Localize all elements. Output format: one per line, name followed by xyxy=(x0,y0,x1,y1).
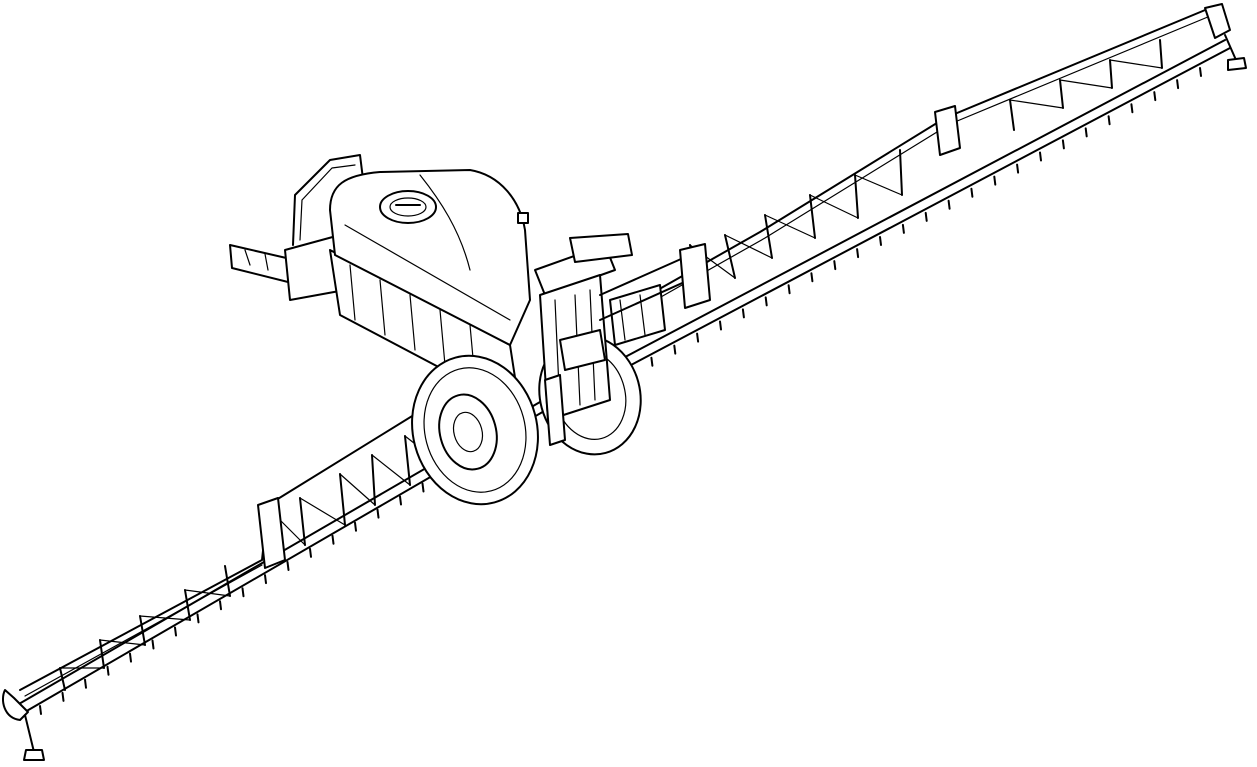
nozzle-drop xyxy=(39,705,42,715)
nozzle-drop xyxy=(399,495,402,506)
nozzle-drop xyxy=(354,521,357,532)
nozzle-drop xyxy=(810,272,814,283)
nozzle-drop xyxy=(309,547,312,558)
nozzle-drop xyxy=(241,587,245,598)
nozzle-drop xyxy=(741,308,745,319)
nozzle-drop xyxy=(764,296,768,307)
nozzle-drop xyxy=(1176,79,1180,90)
nozzle-drop xyxy=(970,187,974,198)
right-boom-wing xyxy=(539,3,1247,411)
nozzle-drop xyxy=(879,236,882,246)
nozzle-drop xyxy=(129,652,132,663)
nozzle-drop xyxy=(1084,127,1088,138)
nozzle-drop xyxy=(106,665,110,676)
nozzle-drop xyxy=(1199,67,1202,77)
nozzle-drop xyxy=(196,613,200,624)
boom-center-section xyxy=(534,233,711,446)
nozzle-drop xyxy=(61,691,65,702)
nozzle-drop xyxy=(421,482,425,493)
nozzle-drop xyxy=(1107,115,1111,126)
nozzle-drop xyxy=(1061,139,1065,150)
nozzle-drop xyxy=(650,356,654,367)
nozzle-drop xyxy=(1153,91,1157,102)
nozzle-drop xyxy=(331,534,335,545)
left-boom-wing xyxy=(1,384,547,761)
nozzle-drop xyxy=(264,574,267,585)
nozzle-drop xyxy=(696,332,700,343)
nozzle-drop xyxy=(924,211,928,222)
nozzle-drop xyxy=(1016,163,1020,174)
nozzle-drop xyxy=(1039,151,1042,162)
nozzle-drop xyxy=(219,600,222,611)
nozzle-drop xyxy=(901,223,905,234)
nozzle-drop xyxy=(787,284,791,295)
front-wheel xyxy=(411,354,539,506)
nozzle-drop xyxy=(376,508,380,519)
nozzle-drop xyxy=(84,678,87,689)
nozzle-drop xyxy=(151,639,155,650)
nozzle-drop xyxy=(286,561,290,571)
nozzle-drop xyxy=(174,626,177,637)
nozzle-drop xyxy=(833,260,837,271)
nozzle-drop xyxy=(1130,103,1134,114)
nozzle-drop xyxy=(719,320,722,331)
nozzle-drop xyxy=(856,248,860,259)
nozzle-drop xyxy=(947,199,951,210)
nozzle-drop xyxy=(993,175,997,186)
nozzle-drop xyxy=(673,344,677,355)
